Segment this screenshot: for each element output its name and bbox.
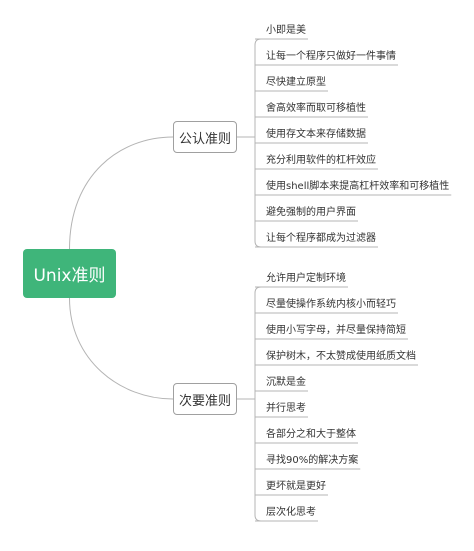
leaf-item[interactable]: 尽快建立原型: [266, 77, 326, 88]
leaf-item[interactable]: 各部分之和大于整体: [266, 429, 356, 440]
leaf-item[interactable]: 层次化思考: [266, 507, 316, 518]
leaf-item[interactable]: 允许用户定制环境: [266, 273, 346, 284]
leaf-item[interactable]: 使用小写字母，并尽量保持简短: [266, 325, 406, 336]
leaf-item[interactable]: 充分利用软件的杠杆效应: [266, 155, 376, 166]
root-to-primary-connector: [69, 136, 174, 250]
leaf-item[interactable]: 寻找90%的解决方案: [266, 455, 359, 466]
leaf-item[interactable]: 并行思考: [266, 403, 306, 414]
leaf-item[interactable]: 沉默是金: [266, 377, 306, 388]
leaf-item[interactable]: 让每个程序都成为过滤器: [266, 233, 376, 244]
leaf-item[interactable]: 更坏就是更好: [266, 481, 326, 492]
branch-node-primary[interactable]: 公认准则: [173, 121, 237, 153]
root-to-secondary-connector: [69, 297, 174, 400]
leaf-item[interactable]: 使用shell脚本来提高杠杆效率和可移植性: [266, 181, 450, 192]
branch-1-spine: [254, 286, 262, 522]
leaf-item[interactable]: 尽量使操作系统内核小而轻巧: [266, 299, 396, 310]
branch-label-primary: 公认准则: [178, 131, 231, 147]
branch-node-secondary[interactable]: 次要准则: [173, 383, 237, 415]
leaf-item[interactable]: 舍高效率而取可移植性: [266, 103, 366, 114]
leaf-item[interactable]: 避免强制的用户界面: [266, 207, 356, 218]
root-label: Unix准则: [33, 266, 106, 286]
leaf-item[interactable]: 让每一个程序只做好一件事情: [266, 51, 396, 62]
leaf-item[interactable]: 小即是美: [266, 25, 306, 36]
root-node[interactable]: Unix准则: [23, 249, 116, 298]
branch-label-secondary: 次要准则: [178, 393, 231, 409]
leaf-item[interactable]: 使用存文本来存储数据: [266, 129, 366, 140]
leaf-item[interactable]: 保护树木，不太赞成使用纸质文档: [266, 351, 416, 362]
